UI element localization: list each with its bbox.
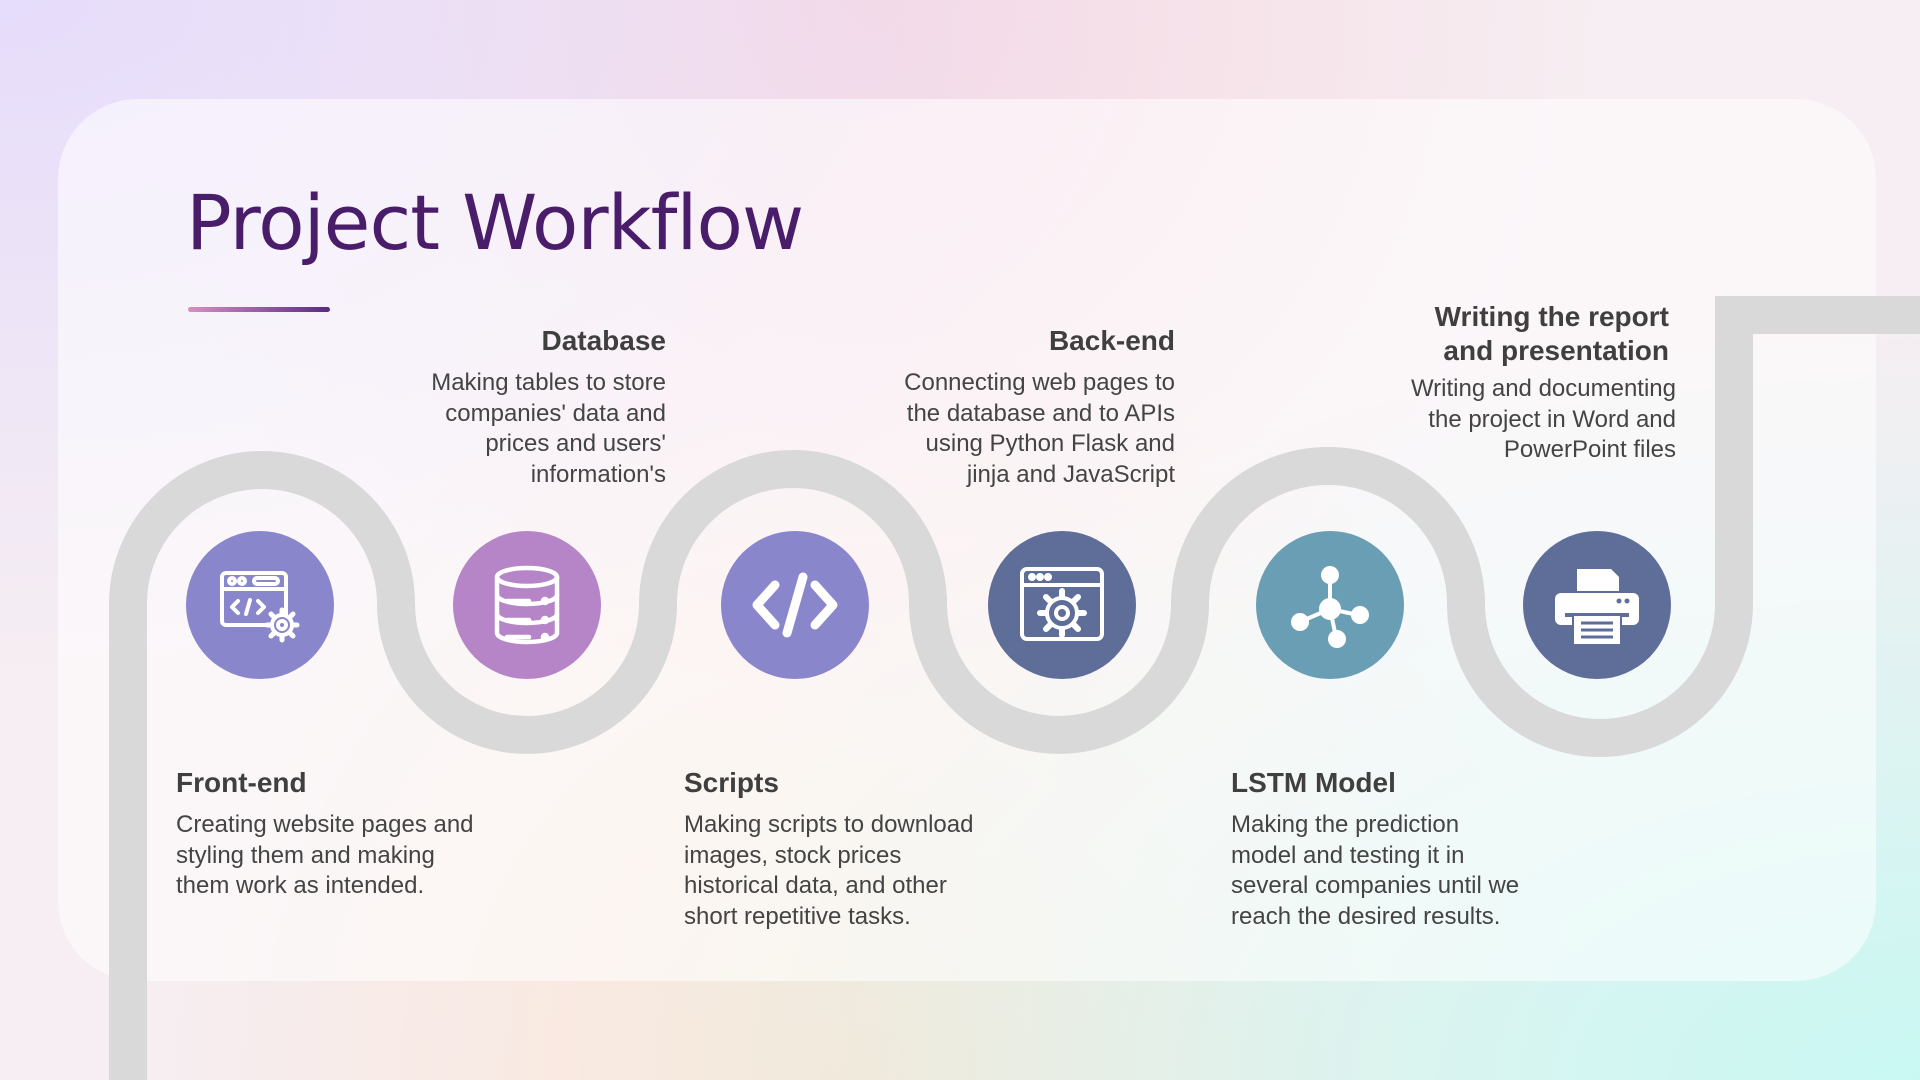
scripts-node (721, 531, 869, 679)
step-database: Database Making tables to store companie… (396, 324, 666, 490)
step-title: Back-end (1048, 325, 1175, 356)
page-title: Project Workflow (186, 178, 804, 267)
step-description: Making tables to store companies' data a… (431, 369, 666, 488)
step-description: Making scripts to download images, stock… (684, 811, 974, 930)
step-title: LSTM Model (1231, 767, 1396, 798)
step-title: Scripts (684, 767, 779, 798)
printer-icon (1555, 569, 1639, 646)
browser-gear-icon (1020, 567, 1104, 641)
report-node (1523, 531, 1671, 679)
database-node (453, 531, 601, 679)
code-brackets-icon (752, 572, 838, 638)
step-description: Creating website pages and styling them … (176, 811, 474, 899)
step-backend: Back-end Connecting web pages to the dat… (900, 324, 1175, 490)
step-title: Database (541, 325, 666, 356)
step-description: Connecting web pages to the database and… (904, 369, 1175, 488)
code-window-gear-icon (220, 571, 300, 643)
step-scripts: Scripts Making scripts to download image… (684, 766, 984, 932)
step-description: Making the prediction model and testing … (1231, 811, 1520, 930)
network-nodes-icon (1291, 566, 1369, 648)
step-report: Writing the report and presentation Writ… (1380, 300, 1676, 466)
step-lstm: LSTM Model Making the prediction model a… (1231, 766, 1521, 932)
backend-node (988, 531, 1136, 679)
step-frontend: Front-end Creating website pages and sty… (176, 766, 476, 902)
lstm-node (1256, 531, 1404, 679)
database-icon (494, 565, 560, 645)
step-title: Writing the report and presentation (1434, 301, 1669, 366)
frontend-node (186, 531, 334, 679)
step-title: Front-end (176, 767, 307, 798)
step-description: Writing and documenting the project in W… (1410, 375, 1676, 463)
title-underline (188, 307, 330, 312)
